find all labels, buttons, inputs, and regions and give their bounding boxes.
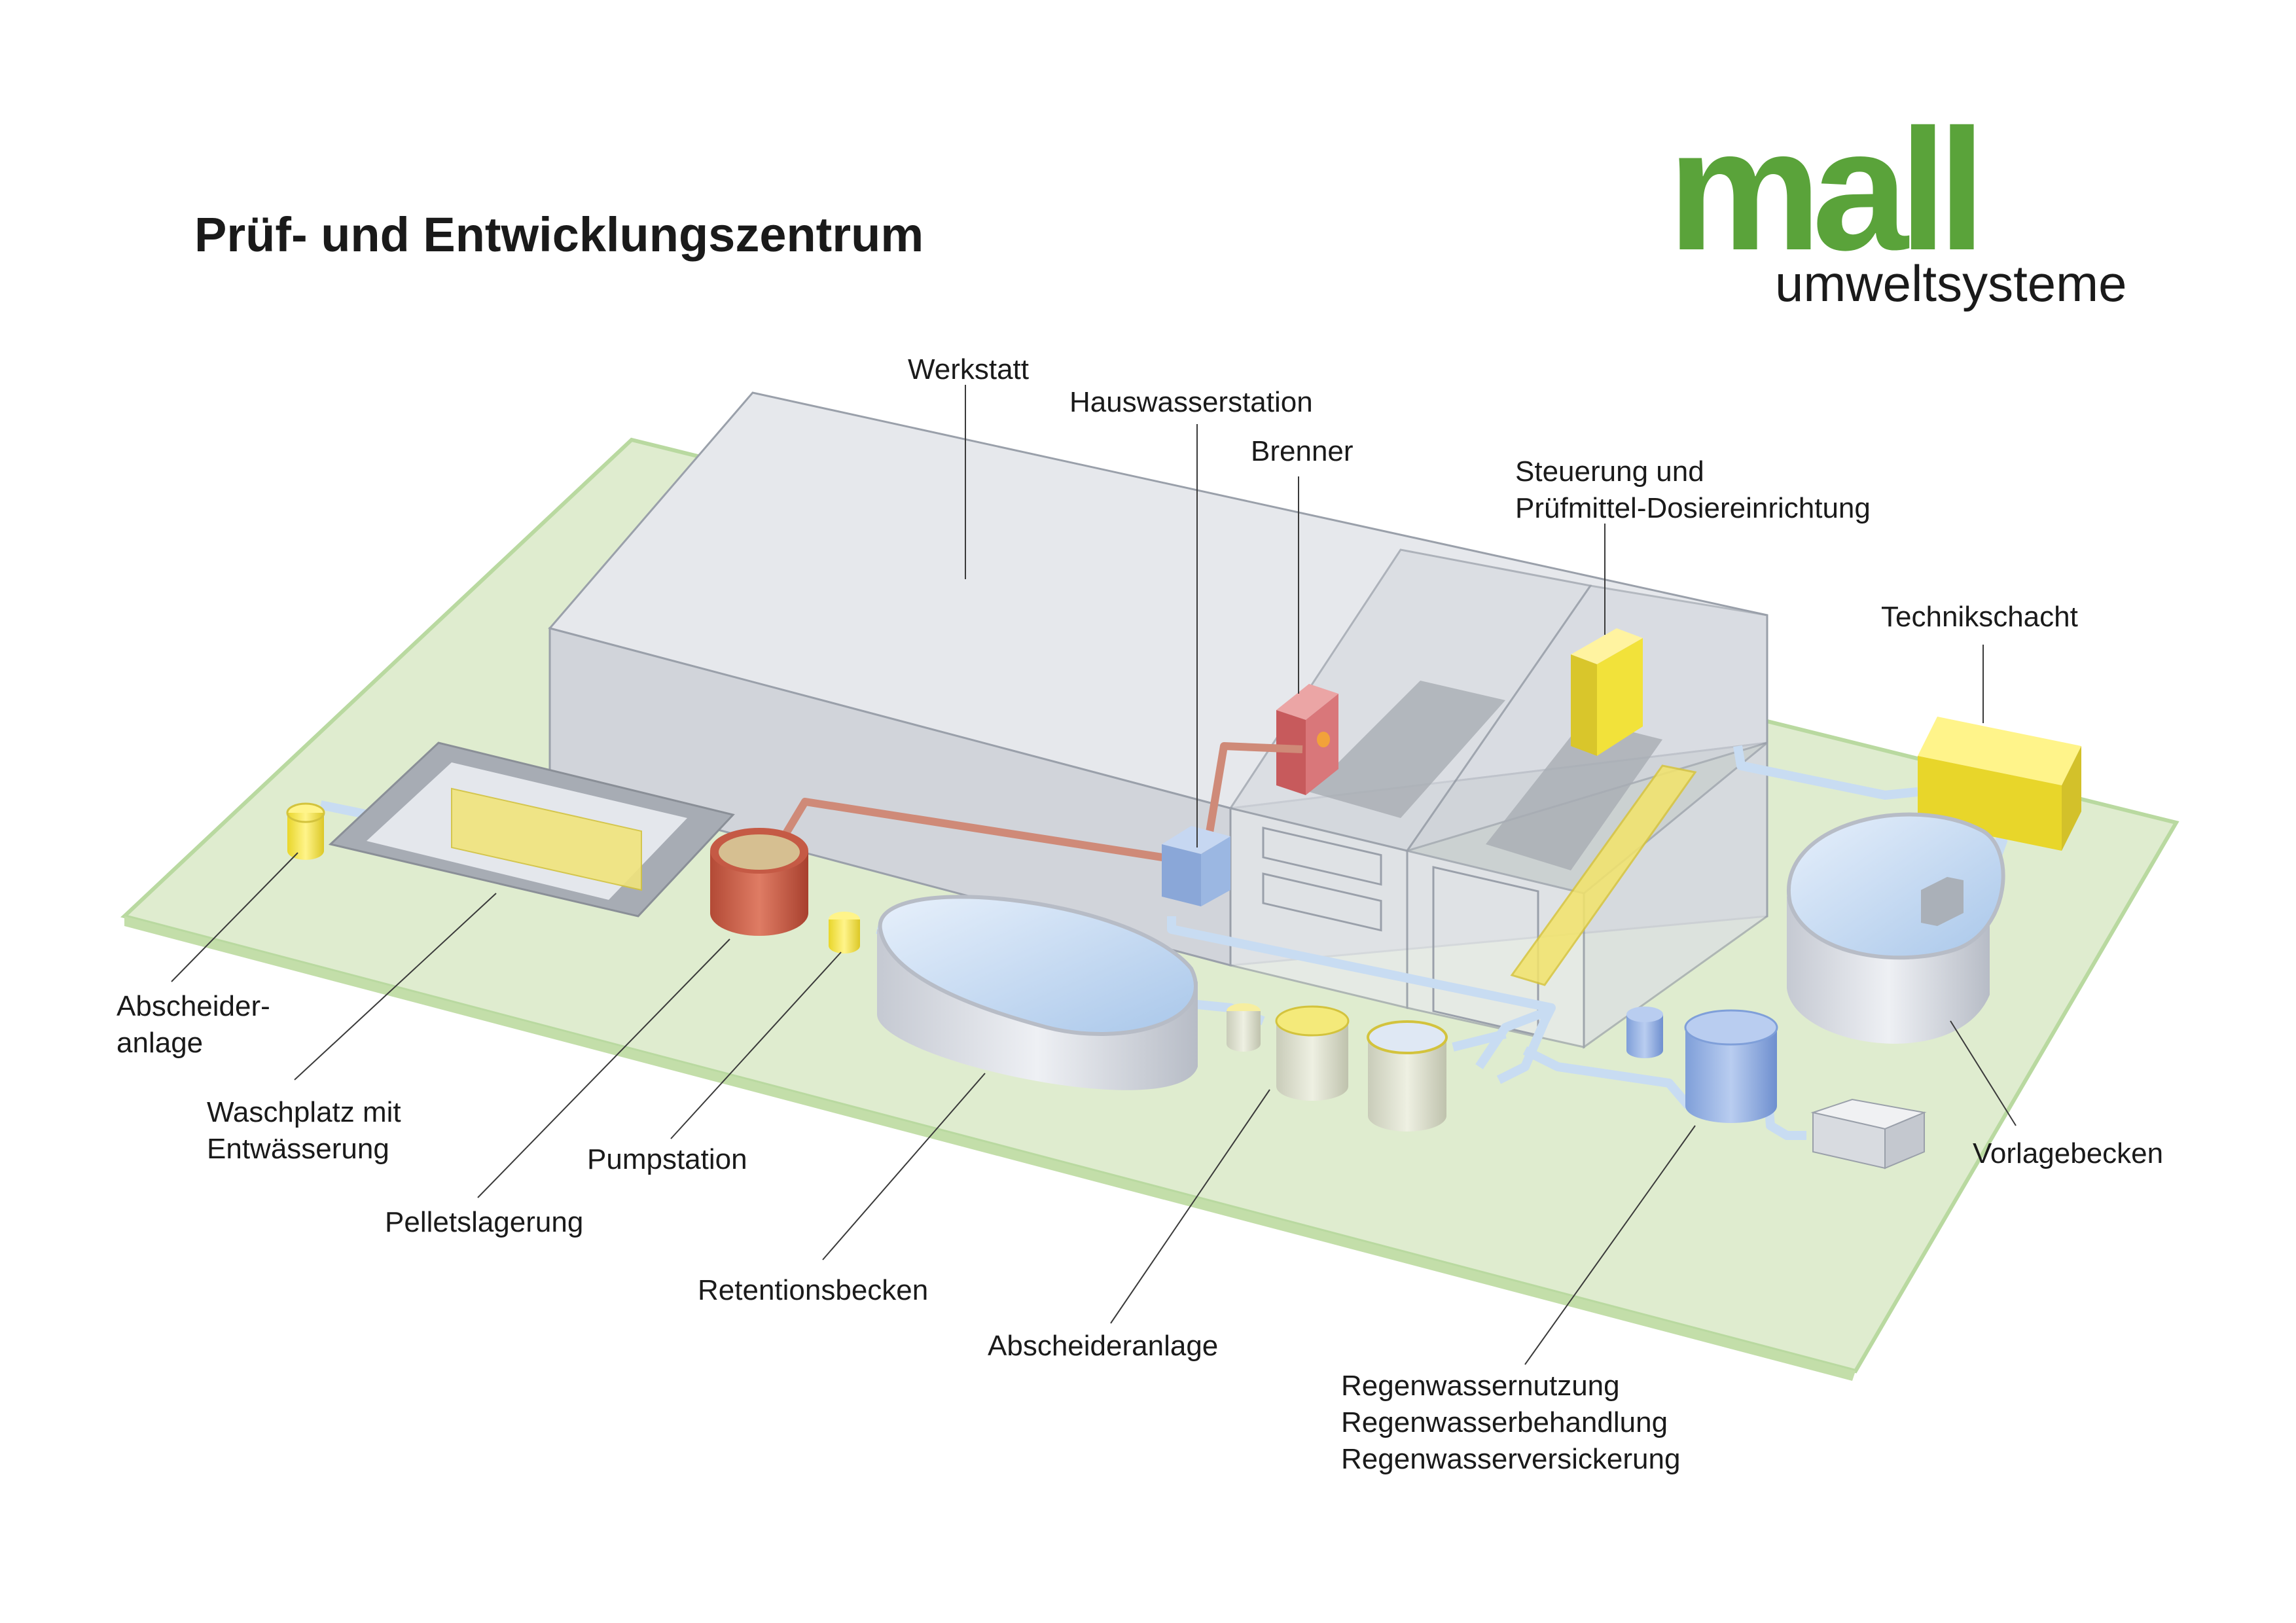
label-separator-left-line1: Abscheider-	[117, 990, 270, 1022]
pellet-storage-tank	[710, 828, 808, 936]
label-separator-center: Abscheideranlage	[988, 1330, 1219, 1362]
brand-subtitle: umweltsysteme	[1775, 255, 2127, 312]
label-retention-basin: Retentionsbecken	[698, 1274, 929, 1306]
label-control: Steuerung und Prüfmittel-Dosiereinrichtu…	[1515, 454, 1871, 527]
brand-logo: mall	[1668, 93, 1986, 286]
leader-lines	[171, 385, 2017, 1365]
retention-basin	[877, 895, 1198, 1090]
pump-station	[829, 912, 860, 954]
label-separator-left: Abscheider- anlage	[117, 988, 270, 1061]
label-workshop: Werkstatt	[908, 353, 1030, 385]
label-rainwater-line3: Regenwasserversickerung	[1341, 1443, 1681, 1475]
label-burner: Brenner	[1251, 435, 1354, 467]
label-storage-basin: Vorlagebecken	[1973, 1137, 2164, 1169]
label-house-water-station: Hauswasserstation	[1069, 386, 1313, 418]
separator-center	[1227, 1003, 1448, 1132]
label-wash-bay-line2: Entwässerung	[207, 1133, 389, 1165]
label-wash-bay: Waschplatz mit Entwässerung	[207, 1094, 401, 1168]
rainwater-tanks	[1626, 1007, 1927, 1169]
storage-basin	[1787, 812, 2005, 1044]
label-rainwater-line1: Regenwassernutzung	[1341, 1370, 1620, 1402]
wash-bay	[328, 741, 735, 918]
page-title: Prüf- und Entwicklungszentrum	[194, 207, 924, 262]
label-pump-station: Pumpstation	[587, 1143, 747, 1175]
label-control-line2: Prüfmittel-Dosiereinrichtung	[1515, 492, 1871, 524]
label-technical-shaft: Technikschacht	[1881, 601, 2078, 633]
label-separator-left-line2: anlage	[117, 1027, 204, 1059]
control-cabinet	[1571, 628, 1643, 756]
label-rainwater-line2: Regenwasserbehandlung	[1341, 1406, 1668, 1438]
label-rainwater: Regenwassernutzung Regenwasserbehandlung…	[1341, 1368, 1680, 1478]
separator-left	[286, 802, 325, 860]
label-pellet-storage: Pelletslagerung	[385, 1206, 584, 1238]
label-control-line1: Steuerung und	[1515, 455, 1704, 488]
open-rooms	[1229, 548, 1768, 1049]
yellow-rack	[1510, 764, 1697, 986]
house-water-station	[1162, 826, 1230, 906]
label-wash-bay-line1: Waschplatz mit	[207, 1096, 401, 1128]
